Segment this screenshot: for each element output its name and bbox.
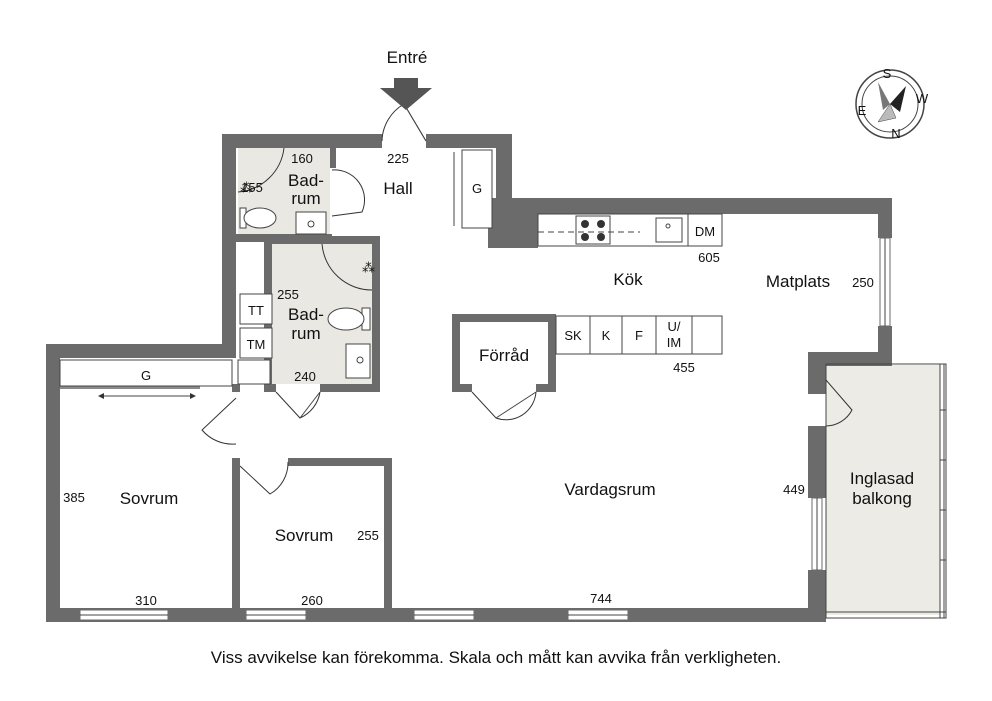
room-bath1-line2: rum: [291, 189, 320, 208]
sink-2: [345, 343, 371, 379]
room-living: Vardagsrum: [564, 480, 655, 499]
closet-tt-box: [239, 293, 273, 325]
closet-tm-box: [239, 327, 273, 359]
room-dining: Matplats: [766, 272, 830, 291]
compass-e: E: [858, 103, 867, 118]
dim-hall-width: 225: [387, 151, 409, 166]
island-uim-line1: U/: [668, 319, 681, 334]
room-bedroom1: Sovrum: [120, 489, 179, 508]
bedroom-wardrobe-label: G: [141, 368, 151, 383]
dim-living-width: 744: [590, 591, 612, 606]
sink-1: [295, 211, 327, 235]
disclaimer: Viss avvikelse kan förekomma. Skala och …: [210, 648, 782, 667]
shower-arc-2: [321, 243, 373, 291]
dim-kitchen-width: 605: [698, 250, 720, 265]
dim-balcony-depth: 449: [783, 482, 805, 497]
dim-bedroom1-depth: 385: [63, 490, 85, 505]
toilet-2: [327, 307, 371, 331]
island-sk-label: SK: [564, 328, 582, 343]
toilet-1: [239, 207, 277, 229]
entrance-label: Entré: [387, 48, 428, 67]
shower-arc-1: [237, 147, 285, 193]
room-balcony-line2: balkong: [852, 489, 912, 508]
shower-head-2-icon: ⁂: [362, 260, 375, 275]
dim-bath2-depth: 255: [277, 287, 299, 302]
balcony-glazing: [825, 363, 947, 619]
room-balcony-line1: Inglasad: [850, 469, 914, 488]
compass-s: S: [883, 66, 892, 81]
room-hall: Hall: [383, 179, 412, 198]
room-kitchen: Kök: [613, 270, 643, 289]
dim-bath1-depth: 155: [241, 180, 263, 195]
room-bath2-line2: rum: [291, 324, 320, 343]
dim-bedroom1-width: 310: [135, 593, 157, 608]
balcony-floor: [826, 365, 940, 615]
room-bath2-line1: Bad-: [288, 305, 324, 324]
hall-wardrobe-label: G: [472, 181, 482, 196]
entrance-arrow-icon: [380, 78, 432, 110]
windows: [79, 237, 891, 621]
dim-bedroom2-width: 260: [301, 593, 323, 608]
island-uim-line2: IM: [667, 335, 681, 350]
compass-n: N: [891, 126, 900, 141]
closet-tm-label: TM: [247, 337, 266, 352]
kitchen-counter: [537, 213, 723, 247]
closet-tt-label: TT: [248, 303, 264, 318]
island-f-label: F: [635, 328, 643, 343]
dim-bedroom2-depth: 255: [357, 528, 379, 543]
bedroom-wardrobe-box: [59, 359, 233, 387]
dim-island-width: 455: [673, 360, 695, 375]
room-bath1-line1: Bad-: [288, 171, 324, 190]
dim-bath1-width: 160: [291, 151, 313, 166]
dishwasher-label: DM: [695, 224, 715, 239]
dim-dining-depth: 250: [852, 275, 874, 290]
shower-head-1-icon: ⁂: [240, 180, 253, 195]
hall-wardrobe-box: [461, 149, 493, 229]
compass-w: W: [916, 91, 929, 106]
compass-icon: [855, 69, 925, 139]
room-bedroom2: Sovrum: [275, 526, 334, 545]
dim-bath2-width: 240: [294, 369, 316, 384]
kitchen-island: [555, 315, 723, 355]
island-k-label: K: [602, 328, 611, 343]
room-storage: Förråd: [479, 346, 529, 365]
